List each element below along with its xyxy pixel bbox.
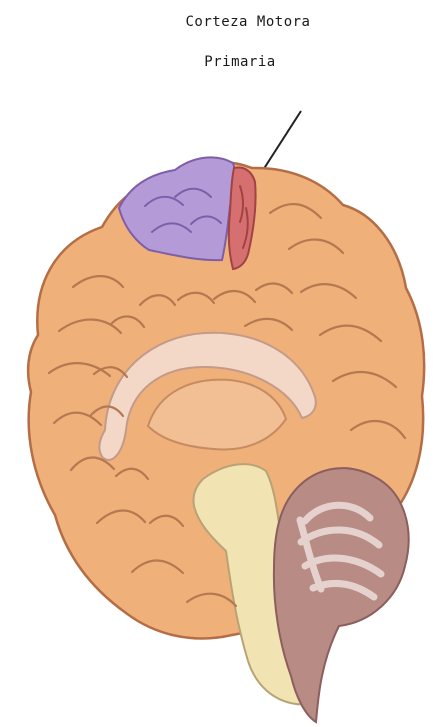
diagram-canvas: Corteza Motora Primaria	[0, 0, 435, 727]
brain-illustration	[0, 0, 435, 727]
